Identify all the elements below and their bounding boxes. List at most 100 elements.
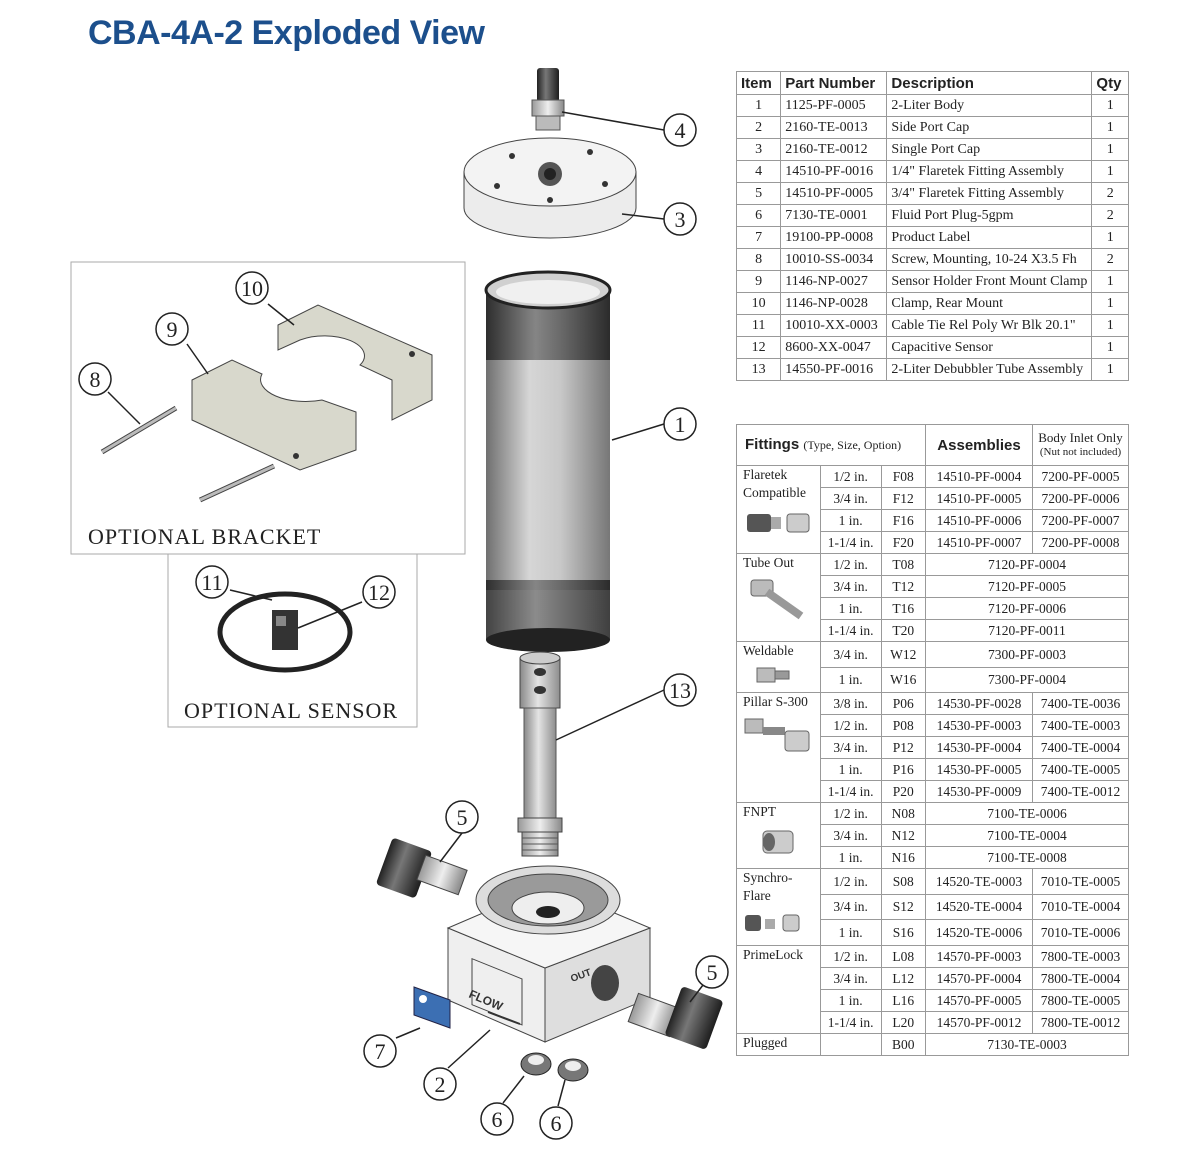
fitting-type-cell: PrimeLock <box>736 945 821 1034</box>
part-number-cell: 7130-TE-0003 <box>925 1033 1129 1056</box>
qty-cell: 1 <box>1091 292 1129 315</box>
body-inlet-header: Body Inlet Only (Nut not included) <box>1032 424 1129 466</box>
weldable-fitting-icon <box>743 664 816 692</box>
fitting-type-name: Tube Out <box>743 555 794 570</box>
size-cell: 3/4 in. <box>819 736 882 759</box>
body-inlet-cell: 7400-TE-0004 <box>1032 736 1129 759</box>
body-inlet-cell: 7010-TE-0006 <box>1032 919 1129 946</box>
description-cell: Fluid Port Plug-5gpm <box>886 204 1093 227</box>
fitting-type-cell: Pillar S-300 <box>736 692 821 803</box>
qty-cell: 1 <box>1091 94 1129 117</box>
option-code-cell: T12 <box>880 575 927 598</box>
part-number-cell: 7300-PF-0004 <box>925 666 1129 693</box>
size-cell: 1/2 in. <box>819 553 882 576</box>
part-number-cell: 1146-NP-0027 <box>780 270 888 293</box>
callout-13: 13 <box>669 678 691 703</box>
item-cell: 10 <box>735 292 782 315</box>
flaretek-fitting-icon <box>743 506 816 546</box>
qty-cell: 1 <box>1091 226 1129 249</box>
assembly-cell: 14570-PF-0004 <box>925 967 1033 990</box>
fitting-type-name: PrimeLock <box>743 947 803 962</box>
part-9-front-clamp-icon <box>191 359 357 471</box>
item-cell: 6 <box>735 204 782 227</box>
fitting-type-name: Pillar S-300 <box>743 694 808 709</box>
pillar-fitting-icon <box>743 715 816 761</box>
part-5-right-fitting-icon <box>627 987 723 1049</box>
callout-3: 3 <box>675 207 686 232</box>
option-code-cell: T16 <box>880 597 927 620</box>
part-number-cell: 1146-NP-0028 <box>780 292 888 315</box>
optional-bracket-label: OPTIONAL BRACKET <box>88 524 322 549</box>
callout-8: 8 <box>90 367 101 392</box>
option-code-cell: L16 <box>880 989 927 1012</box>
assembly-cell: 14510-PF-0004 <box>925 465 1033 488</box>
size-cell <box>819 1033 882 1056</box>
part-12-sensor-icon <box>272 610 298 650</box>
part-2-base-icon: FLOW OUT <box>446 865 652 1043</box>
assemblies-header: Assemblies <box>925 424 1033 466</box>
size-cell: 1 in. <box>819 597 882 620</box>
part-5-left-fitting-icon <box>376 838 468 898</box>
synchro-flare-fitting-icon <box>743 909 816 945</box>
size-cell: 3/4 in. <box>819 641 882 668</box>
option-code-cell: B00 <box>880 1033 927 1056</box>
callout-circles <box>78 113 729 1140</box>
fitting-type-name: Plugged <box>743 1035 788 1050</box>
size-cell: 1 in. <box>819 989 882 1012</box>
body-inlet-cell: 7800-TE-0012 <box>1032 1011 1129 1034</box>
body-inlet-cell: 7200-PF-0007 <box>1032 509 1129 532</box>
exploded-view-diagram: FLOW OUT <box>70 68 729 1140</box>
part-3-cap-icon <box>463 137 637 239</box>
part-number-cell: 7120-PF-0005 <box>925 575 1129 598</box>
body-inlet-cell: 7400-TE-0036 <box>1032 692 1129 715</box>
option-code-cell: N08 <box>880 802 927 825</box>
option-code-cell: F16 <box>880 509 927 532</box>
assembly-cell: 14520-TE-0006 <box>925 919 1033 946</box>
part-number-cell: 8600-XX-0047 <box>780 336 888 359</box>
size-cell: 1-1/4 in. <box>819 780 882 803</box>
qty-cell: 1 <box>1091 160 1129 183</box>
size-cell: 1 in. <box>819 666 882 693</box>
callout-9: 9 <box>167 317 178 342</box>
description-cell: Sensor Holder Front Mount Clamp <box>886 270 1093 293</box>
item-cell: 2 <box>735 116 782 139</box>
option-code-cell: W16 <box>880 666 927 693</box>
fitting-type-cell: FNPT <box>736 802 821 869</box>
part-number-cell: 7100-TE-0006 <box>925 802 1129 825</box>
option-code-cell: T08 <box>880 553 927 576</box>
fitting-type-name: FNPT <box>743 804 777 819</box>
option-code-cell: P20 <box>880 780 927 803</box>
callout-5: 5 <box>457 805 468 830</box>
item-cell: 5 <box>735 182 782 205</box>
part-8-screw-icon <box>100 405 276 503</box>
optional-sensor-label: OPTIONAL SENSOR <box>184 698 399 723</box>
description-cell: Product Label <box>886 226 1093 249</box>
part-7-product-label-icon <box>413 986 451 1029</box>
fnpt-fitting-icon <box>743 825 816 865</box>
option-code-cell: F08 <box>880 465 927 488</box>
option-code-cell: S16 <box>880 919 927 946</box>
description-cell: Capacitive Sensor <box>886 336 1093 359</box>
col-qty: Qty <box>1091 71 1129 95</box>
size-cell: 1 in. <box>819 509 882 532</box>
qty-cell: 1 <box>1091 138 1129 161</box>
size-cell: 1/2 in. <box>819 714 882 737</box>
callout-1: 1 <box>675 412 686 437</box>
